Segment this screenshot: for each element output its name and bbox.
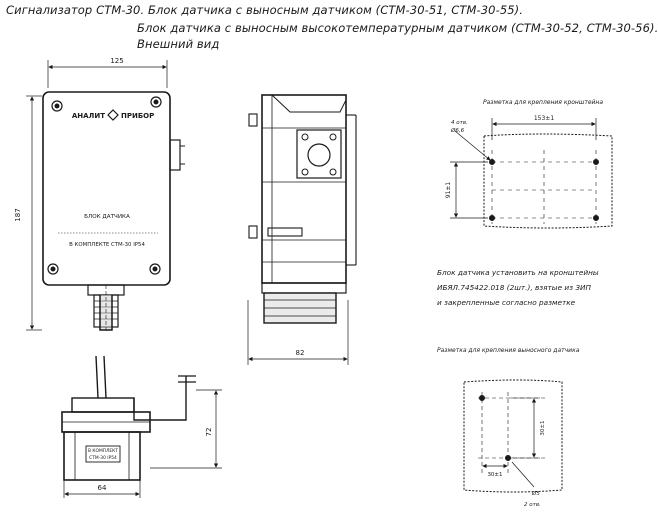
plate-title: БЛОК ДАТЧИКА <box>84 214 130 220</box>
front-view <box>26 60 185 332</box>
logo-diamond-icon <box>107 109 119 121</box>
bracket-vertical-dim: 91±1 <box>445 182 452 199</box>
drawing-sheet: Сигнализатор СТМ-30. Блок датчика с выно… <box>6 3 658 508</box>
title-prefix: Сигнализатор СТМ-30. <box>6 3 145 17</box>
bracket-horizontal-dim: 153±1 <box>534 115 554 122</box>
bottom-width-dim: 64 <box>98 484 107 492</box>
remote-horizontal-dim: 30±1 <box>487 472 502 478</box>
bracket-hole-count: 4 отв. <box>451 120 468 126</box>
bracket-hole-diameter: Ø6,6 <box>450 127 465 134</box>
title-line-1-rest: Блок датчика с выносным датчиком (СТМ-30… <box>147 3 524 17</box>
bracket-marking <box>450 118 613 229</box>
remote-vertical-dim: 30±1 <box>540 420 546 435</box>
bottom-cable-gland <box>87 284 125 332</box>
title-line-1: Сигнализатор СТМ-30. Блок датчика с выно… <box>6 3 523 17</box>
corner-screw-bottom-left <box>47 263 59 275</box>
title-line-3: Внешний вид <box>137 37 220 51</box>
technical-drawing: 125 187 АНАЛИТ ПРИБОР БЛОК ДАТЧИКА В КОМ… <box>14 57 613 508</box>
bottom-view <box>61 355 222 498</box>
front-width-dim: 125 <box>110 57 123 65</box>
corner-screw-bottom-right <box>149 263 161 275</box>
bracket-marking-title: Разметка для крепления кронштейна <box>483 99 603 106</box>
install-note-line-1: Блок датчика установить на кронштейны <box>437 268 599 277</box>
corner-screw-top-left <box>51 100 63 112</box>
bottom-height-dim: 72 <box>205 428 213 437</box>
logo-left-text: АНАЛИТ <box>72 112 105 120</box>
plate-subtitle: В КОМПЛЕКТЕ СТМ-30 IP54 <box>69 242 145 248</box>
side-depth-dim: 82 <box>296 349 305 357</box>
side-view <box>247 94 357 365</box>
front-height-dim: 187 <box>14 208 22 221</box>
mounting-plate <box>296 129 342 179</box>
logo-right-text: ПРИБОР <box>121 112 154 120</box>
install-note-line-2: ИБЯЛ.745422.018 (2шт.), взятые из ЗИП <box>437 283 591 292</box>
remote-marking <box>463 379 563 493</box>
bottom-plate-line-2: СТМ-30 IP54 <box>89 455 117 461</box>
remote-hole-count: 2 отв. <box>524 502 541 508</box>
remote-hole-diameter: Ø5 <box>531 490 540 497</box>
title-line-2: Блок датчика с выносным высокотемператур… <box>137 21 658 35</box>
bottom-plate-line-1: В КОМПЛЕКТ <box>88 448 118 454</box>
install-note-line-3: и закрепленные согласно разметке <box>437 298 576 307</box>
corner-screw-top-right <box>150 96 162 108</box>
remote-marking-title: Разметка для крепления выносного датчика <box>437 347 580 354</box>
